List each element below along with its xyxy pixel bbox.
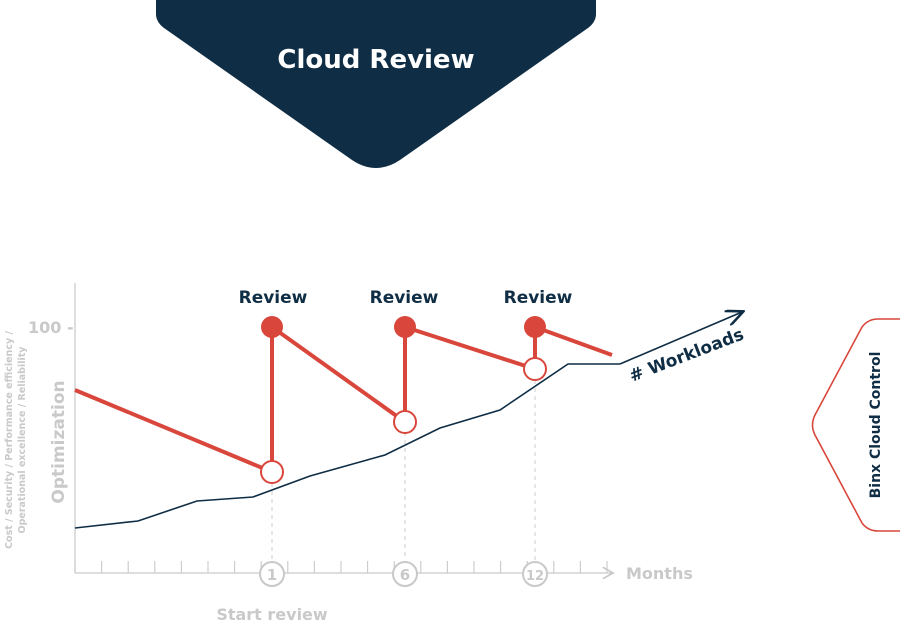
review-trough-1 bbox=[260, 460, 284, 484]
milestone-1: 1 bbox=[259, 561, 285, 587]
x-axis-ticks bbox=[74, 561, 608, 573]
banner-title: Cloud Review bbox=[277, 45, 474, 75]
milestone-label-6: 6 bbox=[400, 566, 410, 584]
milestone-circle-12 bbox=[522, 561, 548, 587]
milestone-circle-6 bbox=[392, 561, 418, 587]
y-axis-title: Optimization bbox=[49, 380, 69, 503]
review-peak-1 bbox=[261, 316, 283, 338]
milestone-6: 6 bbox=[392, 561, 418, 587]
review-label-3: Review bbox=[504, 288, 573, 308]
milestone-label-1: 1 bbox=[267, 566, 277, 584]
review-trough-3 bbox=[523, 357, 547, 381]
binx-badge bbox=[811, 318, 900, 532]
optimization-line bbox=[74, 316, 613, 484]
review-peak-2 bbox=[394, 316, 416, 338]
milestone-circle-1 bbox=[259, 561, 285, 587]
workloads-arrow bbox=[619, 312, 742, 365]
y-axis-subtitle-2: Operational excellence / Reliability bbox=[17, 346, 28, 534]
binx-badge-label: Binx Cloud Control bbox=[868, 352, 884, 499]
x-axis-title: Months bbox=[626, 564, 693, 583]
review-label-1: Review bbox=[239, 288, 308, 308]
review-peak-3 bbox=[524, 316, 546, 338]
workloads-label: # Workloads bbox=[627, 325, 747, 387]
milestone-12: 12 bbox=[522, 561, 548, 587]
review-trough-2 bbox=[393, 410, 417, 434]
optimization-path bbox=[74, 325, 613, 474]
review-label-2: Review bbox=[370, 288, 439, 308]
y-axis-subtitle-1: Cost / Security / Performance efficiency… bbox=[4, 331, 15, 549]
y-tick-label: 100 - bbox=[28, 318, 74, 337]
workloads-line bbox=[74, 363, 620, 529]
milestone-label-12: 12 bbox=[526, 569, 544, 584]
title-banner bbox=[156, 0, 596, 168]
start-review-label: Start review bbox=[216, 605, 328, 624]
